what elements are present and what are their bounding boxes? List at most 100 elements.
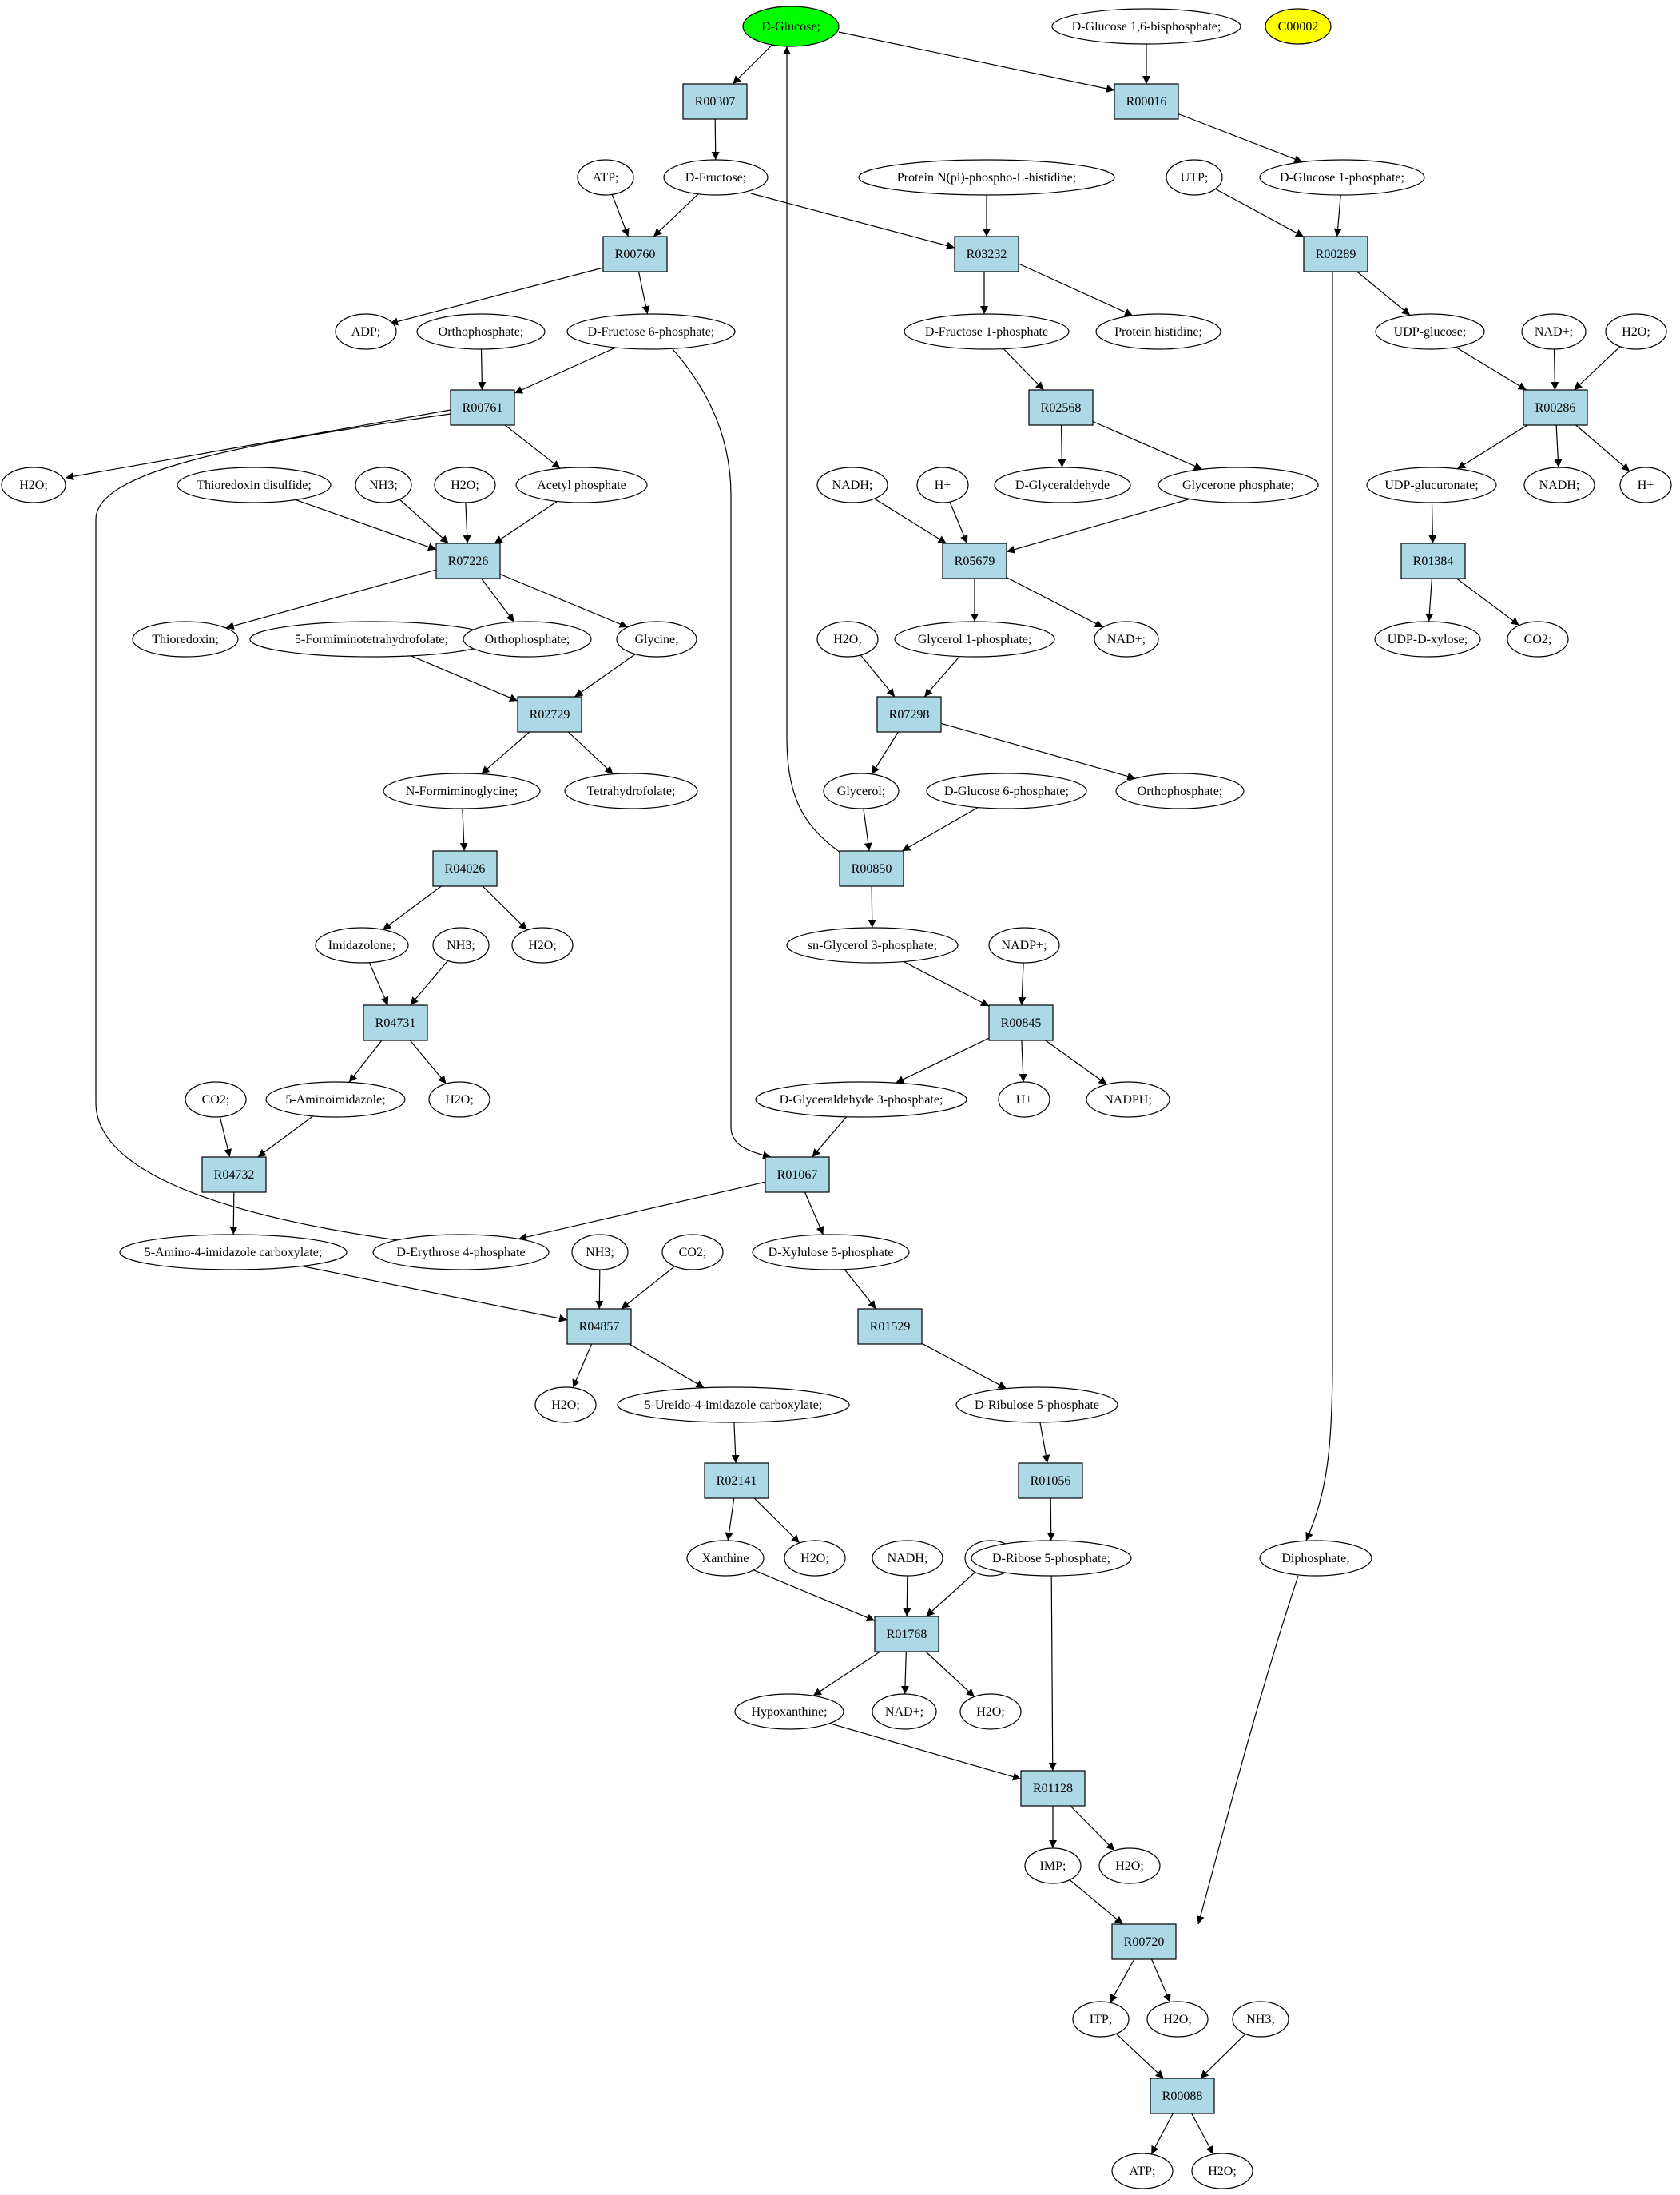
reaction-node[interactable]: R00088 xyxy=(1150,2078,1215,2114)
compound-node[interactable]: ATP; xyxy=(577,159,634,196)
compound-node[interactable]: Hypoxanthine; xyxy=(734,1693,844,1730)
reaction-node[interactable]: R01056 xyxy=(1018,1462,1083,1499)
reaction-node[interactable]: R00850 xyxy=(839,850,904,887)
compound-node[interactable]: H2O; xyxy=(534,1386,597,1423)
compound-node[interactable]: ADP; xyxy=(335,313,397,350)
compound-node[interactable]: CO2; xyxy=(661,1234,724,1270)
compound-node[interactable]: Thioredoxin disulfide; xyxy=(177,467,332,503)
compound-node[interactable]: Orthophosphate; xyxy=(1115,773,1245,809)
compound-node[interactable]: 5-Formiminotetrahydrofolate; xyxy=(249,621,494,658)
reaction-node[interactable]: R03232 xyxy=(954,236,1019,272)
compound-node[interactable]: H2O; xyxy=(959,1693,1022,1730)
compound-node[interactable]: UDP-D-xylose; xyxy=(1374,621,1481,658)
reaction-node[interactable]: R02141 xyxy=(704,1462,769,1499)
reaction-node[interactable]: R00845 xyxy=(988,1004,1054,1041)
compound-node[interactable]: H+ xyxy=(916,467,969,503)
reaction-node[interactable]: R07226 xyxy=(435,543,501,579)
compound-node[interactable]: C00002 xyxy=(1265,8,1332,45)
compound-node[interactable]: H+ xyxy=(998,1081,1050,1118)
reaction-node[interactable]: R07298 xyxy=(876,696,942,733)
compound-node[interactable]: NH3; xyxy=(1232,2001,1289,2038)
compound-node[interactable]: Tetrahydrofolate; xyxy=(564,773,698,809)
compound-node[interactable]: Acetyl phosphate xyxy=(515,467,648,503)
reaction-node[interactable]: R04857 xyxy=(566,1308,632,1345)
compound-node[interactable]: NH3; xyxy=(432,927,490,964)
compound-node[interactable]: NH3; xyxy=(571,1234,629,1270)
compound-node[interactable]: D-Glyceraldehyde xyxy=(994,467,1131,503)
compound-node[interactable]: Orthophosphate; xyxy=(463,621,592,658)
compound-node[interactable]: D-Fructose 6-phosphate; xyxy=(566,313,736,350)
reaction-node[interactable]: R01067 xyxy=(765,1156,830,1193)
compound-node[interactable]: UTP; xyxy=(1166,159,1223,196)
compound-node[interactable]: NADH; xyxy=(872,1540,943,1577)
compound-node[interactable]: D-Fructose; xyxy=(663,159,769,196)
compound-node[interactable]: D-Glucose; xyxy=(742,6,840,47)
reaction-node[interactable]: R01768 xyxy=(874,1616,939,1652)
compound-node[interactable]: NAD+; xyxy=(1521,313,1587,350)
reaction-node[interactable]: R00016 xyxy=(1114,83,1179,120)
compound-node[interactable]: H2O; xyxy=(434,467,496,503)
compound-node[interactable]: UDP-glucose; xyxy=(1375,313,1485,350)
compound-node[interactable]: ATP; xyxy=(1111,2153,1174,2189)
compound-node[interactable]: D-Glyceraldehyde 3-phosphate; xyxy=(755,1081,967,1118)
compound-node[interactable]: H2O; xyxy=(428,1081,490,1118)
reaction-node[interactable]: R02729 xyxy=(517,696,582,733)
compound-node[interactable]: 5-Ureido-4-imidazole carboxylate; xyxy=(617,1386,850,1423)
compound-node[interactable]: CO2; xyxy=(185,1081,247,1118)
reaction-node[interactable]: R02568 xyxy=(1028,389,1094,426)
compound-node[interactable]: NAD+; xyxy=(872,1693,937,1730)
reaction-node[interactable]: R00289 xyxy=(1303,236,1368,272)
compound-node[interactable]: NH3; xyxy=(355,467,412,503)
compound-node[interactable]: Xanthine xyxy=(686,1540,765,1577)
reaction-node[interactable]: R00760 xyxy=(602,236,668,272)
compound-node[interactable]: 5-Aminoimidazole; xyxy=(265,1081,406,1118)
reaction-node[interactable]: R00286 xyxy=(1523,389,1588,426)
compound-node[interactable]: D-Fructose 1-phosphate xyxy=(904,313,1070,350)
compound-node[interactable]: CO2; xyxy=(1507,621,1569,658)
compound-node[interactable]: IMP; xyxy=(1024,1847,1082,1884)
compound-node[interactable]: H2O; xyxy=(1146,2001,1209,2038)
reaction-node[interactable]: R04732 xyxy=(201,1156,267,1193)
compound-node[interactable]: NAD+; xyxy=(1094,621,1159,658)
compound-node[interactable]: sn-Glycerol 3-phosphate; xyxy=(786,927,959,964)
compound-node[interactable]: D-Erythrose 4-phosphate xyxy=(372,1234,550,1270)
compound-node[interactable]: D-Xylulose 5-phosphate xyxy=(752,1234,910,1270)
compound-node[interactable]: NADPH; xyxy=(1086,1081,1170,1118)
compound-node[interactable]: Diphosphate; xyxy=(1259,1540,1372,1577)
compound-node[interactable]: D-Ribulose 5-phosphate xyxy=(955,1386,1118,1423)
compound-node[interactable]: Protein N(pi)-phospho-L-histidine; xyxy=(858,159,1115,196)
compound-node[interactable]: D-Glucose 1,6-bisphosphate; xyxy=(1051,8,1241,45)
compound-node[interactable]: H2O; xyxy=(1605,313,1667,350)
reaction-node[interactable]: R04026 xyxy=(432,850,498,887)
compound-node[interactable]: Glycerol; xyxy=(823,773,900,809)
compound-node[interactable]: D-Glucose 6-phosphate; xyxy=(926,773,1087,809)
compound-node[interactable]: Glycerone phosphate; xyxy=(1158,467,1319,503)
reaction-node[interactable]: R01529 xyxy=(857,1308,923,1345)
compound-node[interactable]: D-Ribose 5-phosphate; xyxy=(971,1540,1132,1577)
compound-node[interactable]: H2O; xyxy=(511,927,574,964)
compound-node[interactable]: Orthophosphate; xyxy=(416,313,546,350)
compound-node[interactable]: N-Formiminoglycine; xyxy=(383,773,541,809)
compound-node[interactable]: Protein histidine; xyxy=(1095,313,1221,350)
compound-node[interactable]: H2O; xyxy=(1,467,66,503)
compound-node[interactable]: Imidazolone; xyxy=(315,927,409,964)
compound-node[interactable]: 5-Amino-4-imidazole carboxylate; xyxy=(119,1234,348,1270)
compound-node[interactable]: H2O; xyxy=(816,621,879,658)
reaction-node[interactable]: R04731 xyxy=(363,1004,428,1041)
compound-node[interactable]: Glycine; xyxy=(616,621,697,658)
reaction-node[interactable]: R00761 xyxy=(450,389,515,426)
compound-node[interactable]: H2O; xyxy=(784,1540,846,1577)
compound-node[interactable]: Thioredoxin; xyxy=(132,621,239,658)
reaction-node[interactable]: R00720 xyxy=(1111,1923,1177,1960)
reaction-node[interactable]: R05679 xyxy=(942,543,1007,579)
reaction-node[interactable]: R00307 xyxy=(682,83,748,120)
compound-node[interactable]: NADH; xyxy=(816,467,888,503)
compound-node[interactable]: UDP-glucuronate; xyxy=(1366,467,1497,503)
compound-node[interactable]: H+ xyxy=(1619,467,1672,503)
reaction-node[interactable]: R01128 xyxy=(1020,1770,1086,1807)
compound-node[interactable]: H2O; xyxy=(1098,1847,1161,1884)
compound-node[interactable]: H2O; xyxy=(1191,2153,1253,2189)
reaction-node[interactable]: R01384 xyxy=(1400,543,1466,579)
compound-node[interactable]: NADP+; xyxy=(988,927,1060,964)
compound-node[interactable]: ITP; xyxy=(1072,2001,1130,2038)
